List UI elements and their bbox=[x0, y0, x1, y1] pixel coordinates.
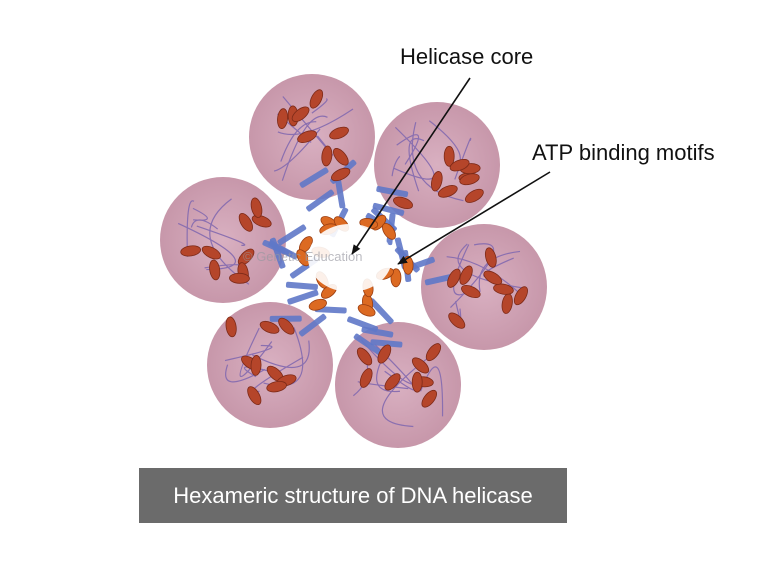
atp-motif-helix bbox=[403, 256, 413, 274]
caption-text: Hexameric structure of DNA helicase bbox=[173, 483, 532, 509]
subunit-halo-3 bbox=[421, 224, 547, 350]
helicase-core-label: Helicase core bbox=[400, 44, 533, 70]
alpha-helix bbox=[412, 372, 422, 392]
watermark-text: © Genetic Education bbox=[243, 249, 362, 264]
alpha-helix bbox=[229, 273, 249, 284]
beta-sheet bbox=[286, 282, 318, 291]
subunit-halo-6 bbox=[160, 177, 286, 303]
atp-binding-motifs-label: ATP binding motifs bbox=[532, 140, 715, 166]
caption-box: Hexameric structure of DNA helicase bbox=[139, 468, 567, 523]
